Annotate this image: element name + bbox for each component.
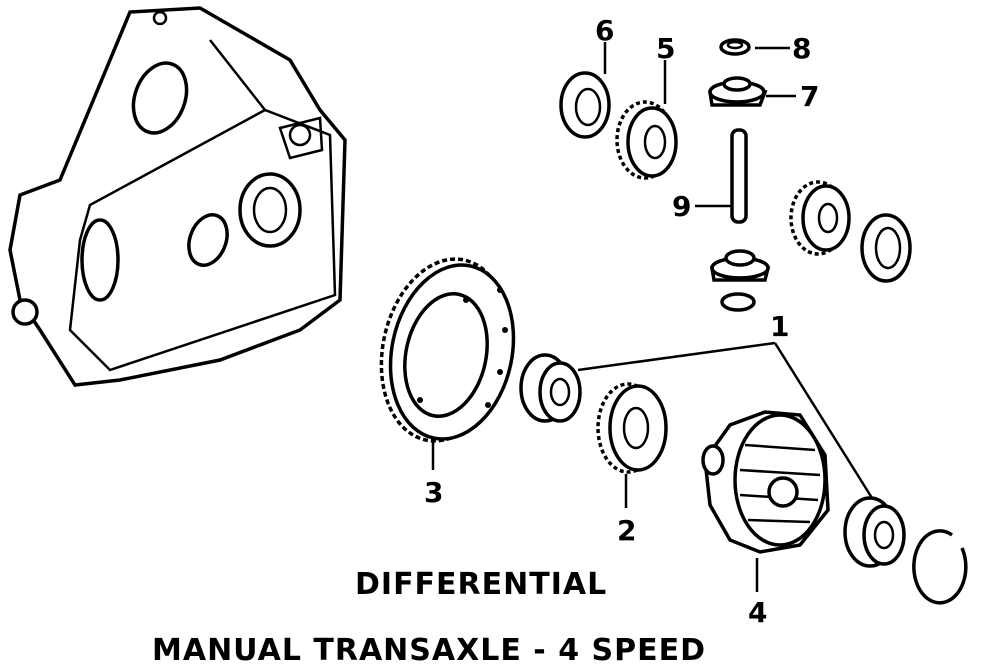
- diagram-subtitle: MANUAL TRANSAXLE - 4 SPEED: [152, 633, 706, 666]
- bearing-2: [596, 382, 668, 474]
- differential-case: [701, 410, 830, 554]
- callout-3: 3: [424, 476, 443, 509]
- side-washer: [860, 213, 912, 283]
- ring-gear: [379, 257, 516, 443]
- bearing-right: [843, 496, 906, 568]
- callout-1: 1: [770, 310, 789, 343]
- callout-2: 2: [617, 514, 636, 547]
- transaxle-housing: [8, 6, 347, 387]
- snap-ring: [912, 529, 968, 605]
- pinion-gear-7: [707, 76, 768, 107]
- callout-4: 4: [748, 596, 767, 629]
- callout-8: 8: [792, 32, 811, 65]
- diagram-title: DIFFERENTIAL: [355, 567, 607, 602]
- thrust-washer-8: [719, 38, 751, 56]
- oil-seal-6: [559, 71, 611, 139]
- pinion-shaft-9: [730, 128, 748, 224]
- callout-9: 9: [672, 190, 691, 223]
- leader-lines: [431, 42, 874, 592]
- callout-5: 5: [656, 32, 675, 65]
- side-gear: [789, 180, 851, 256]
- callout-6: 6: [595, 14, 614, 47]
- bearing-left: [519, 353, 582, 423]
- callout-7: 7: [800, 80, 819, 113]
- pinion-gear-lower: [709, 249, 771, 312]
- seal-5: [615, 100, 678, 180]
